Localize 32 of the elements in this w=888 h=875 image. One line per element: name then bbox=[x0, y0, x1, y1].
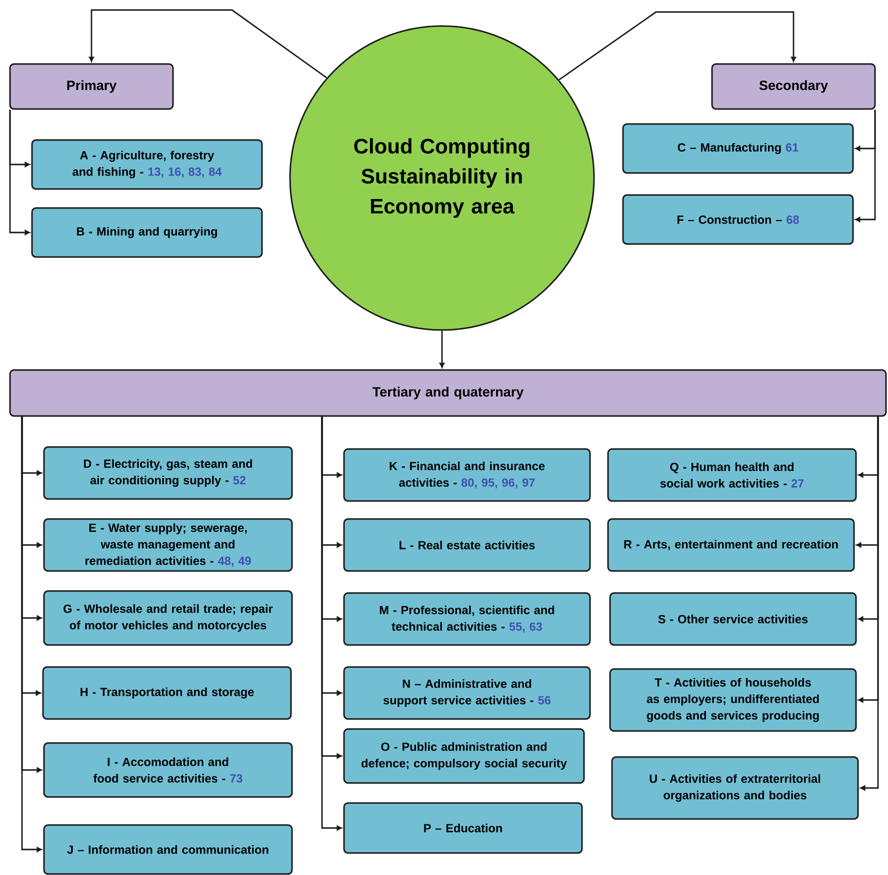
sector-box: H - Transportation and storage bbox=[42, 666, 292, 720]
sector-box: G - Wholesale and retail trade; repair of motor vehicles and motorcycles bbox=[43, 590, 293, 646]
arrow bbox=[21, 416, 42, 476]
arrow bbox=[558, 11, 796, 80]
arrow bbox=[439, 330, 445, 368]
sector-box: B - Mining and quarrying bbox=[31, 207, 263, 258]
sector-box: L - Real estate activities bbox=[343, 518, 591, 572]
category-box: Secondary bbox=[711, 63, 876, 110]
arrow bbox=[321, 416, 342, 478]
sector-box: F – Construction – 68 bbox=[622, 194, 854, 245]
arrow bbox=[855, 110, 876, 152]
sector-box: T - Activities of households as employers; undifferentiated goods and services producing bbox=[609, 668, 857, 732]
sector-box: M - Professional, scientific and technical activities - 55, 63 bbox=[343, 592, 591, 646]
sector-box: R - Arts, entertainment and recreation bbox=[607, 518, 855, 572]
sector-box: C – Manufacturing 61 bbox=[622, 123, 854, 174]
sector-box: K - Financial and insurance activities - 80, 95, 96, 97 bbox=[343, 448, 591, 502]
sector-box: D - Electricity, gas, steam and air conditioning supply - 52 bbox=[43, 446, 293, 500]
sector-box: U - Activities of extraterritorial organizations and bodies bbox=[611, 756, 859, 820]
sector-box: O - Public administration and defence; compulsory social security bbox=[343, 728, 585, 784]
arrow bbox=[9, 110, 30, 168]
sector-box: Q - Human health and social work activities - 27 bbox=[607, 448, 857, 502]
sector-box: P – Education bbox=[343, 802, 583, 854]
arrow bbox=[858, 416, 879, 478]
arrow bbox=[88, 9, 328, 78]
category-box: Primary bbox=[9, 63, 174, 110]
sector-box: J – Information and communication bbox=[43, 824, 293, 875]
sector-box: S - Other service activities bbox=[609, 592, 857, 646]
sector-box: I - Accomodation and food service activities - 73 bbox=[43, 742, 293, 798]
category-box: Tertiary and quaternary bbox=[9, 369, 887, 417]
sector-box: E - Water supply; sewerage, waste management and remediation activities - 48, 49 bbox=[43, 518, 293, 572]
sector-box: N – Administrative and support service activities - 56 bbox=[343, 666, 591, 720]
sector-box: A - Agriculture, forestry and fishing - 13, 16, 83, 84 bbox=[31, 139, 263, 190]
